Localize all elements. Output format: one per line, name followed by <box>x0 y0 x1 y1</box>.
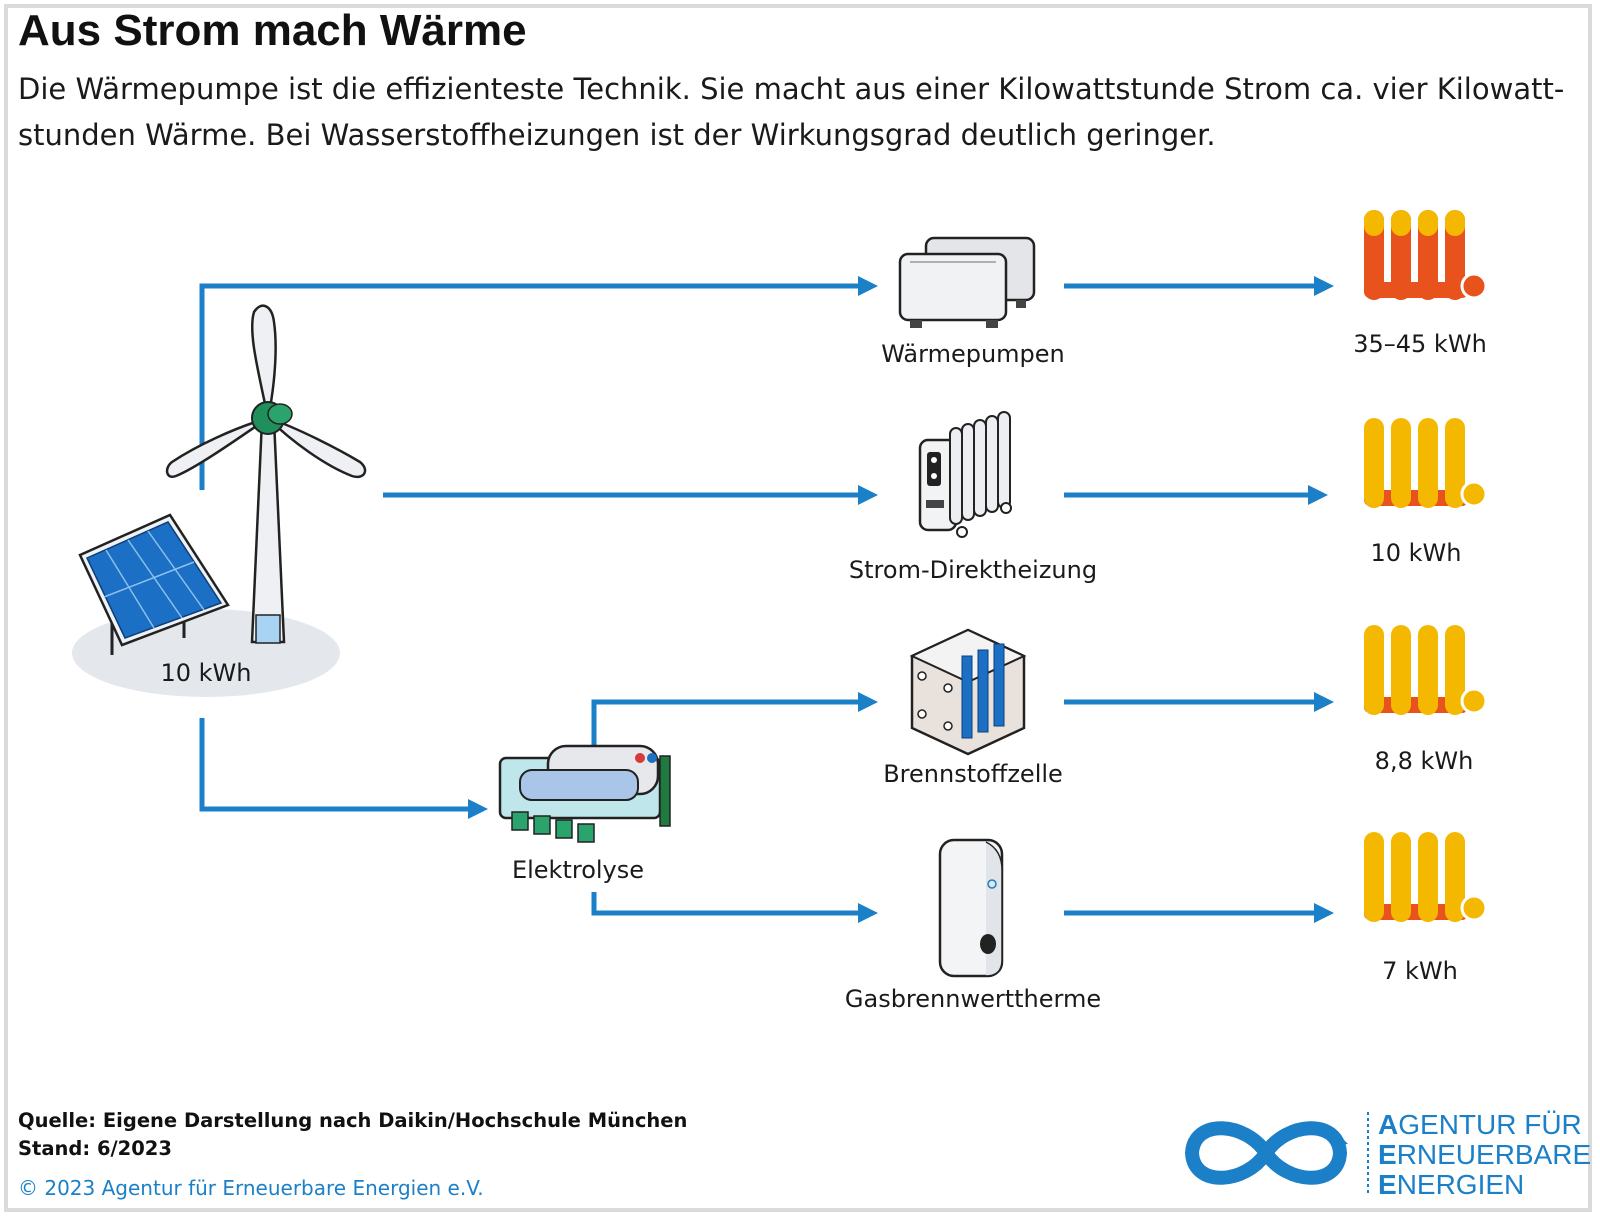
page-title: Aus Strom mach Wärme <box>18 6 527 55</box>
radiator-direct-heating-icon <box>1364 418 1488 508</box>
source-line: Quelle: Eigene Darstellung nach Daikin/H… <box>18 1109 688 1132</box>
heat-pump-icon <box>898 236 1036 328</box>
renewable-source <box>72 304 367 697</box>
page-subtitle: Die Wärmepumpe ist die effizienteste Tec… <box>18 72 1565 152</box>
logo-divider <box>1367 1112 1369 1196</box>
logo-line-3: ENERGIEN <box>1378 1169 1525 1200</box>
output-label-heat-pump: 35–45 kWh <box>1353 330 1487 358</box>
arrow-electrolysis-to-gasboiler <box>591 892 878 923</box>
fuel-cell-icon <box>909 628 1027 756</box>
radiator-gas-boiler-icon <box>1364 832 1488 922</box>
date-line: Stand: 6/2023 <box>18 1137 172 1160</box>
output-label-gas-boiler: 7 kWh <box>1382 957 1458 985</box>
logo-line-2: ERNEUERBARE <box>1378 1139 1592 1170</box>
arrow-electrolysis-to-fuelcell <box>591 692 878 745</box>
tech-label-fuel-cell: Brennstoffzelle <box>883 760 1063 788</box>
infinity-logo-icon <box>1184 1121 1348 1185</box>
image-frame <box>4 4 1592 1212</box>
radiator-outputs <box>1364 210 1488 922</box>
output-label-direct-heating: 10 kWh <box>1370 539 1462 567</box>
tech-label-gas-boiler: Gasbrennwerttherme <box>844 985 1102 1013</box>
logo-wordmark: AGENTUR FÜR ERNEUERBARE ENERGIEN <box>1378 1110 1591 1200</box>
flow-arrows <box>199 276 1334 923</box>
oil-radiator-icon <box>918 411 1012 538</box>
tech-label-heat-pump: Wärmepumpen <box>881 340 1065 368</box>
tech-label-direct-heating: Strom-Direktheizung <box>848 556 1098 584</box>
arrow-source-to-heatpump <box>199 276 878 490</box>
radiator-fuel-cell-icon <box>1364 625 1488 715</box>
arrow-source-to-electrolysis <box>199 718 488 819</box>
gas-boiler-icon <box>938 838 1004 978</box>
radiator-heat-pump-icon <box>1364 210 1488 300</box>
electrolysis-icon <box>498 744 671 843</box>
output-label-fuel-cell: 8,8 kWh <box>1374 747 1474 775</box>
solar-panel-icon <box>78 513 230 655</box>
electrolysis-label: Elektrolyse <box>511 856 645 884</box>
source-energy-label: 10 kWh <box>160 659 252 687</box>
wind-turbine-icon <box>165 304 367 644</box>
source-note: Quelle: Eigene Darstellung nach Daikin/H… <box>18 1107 687 1163</box>
copyright-line: © 2023 Agentur für Erneuerbare Energien … <box>18 1176 484 1200</box>
logo-line-1: AGENTUR FÜR <box>1378 1109 1582 1140</box>
